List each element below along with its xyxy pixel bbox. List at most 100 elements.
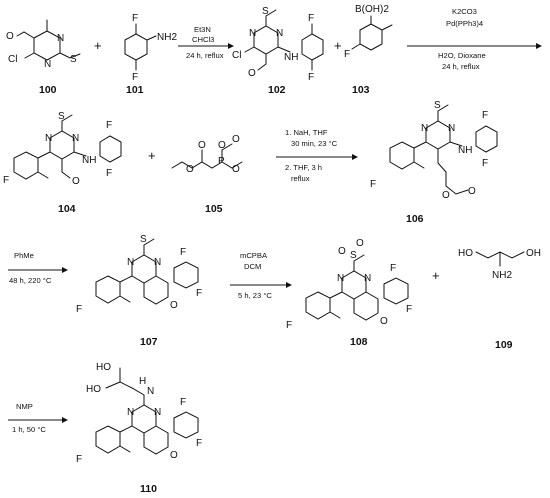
atom-label: F [180, 397, 186, 408]
atom-label: F [76, 304, 82, 315]
atom-label: NH [284, 52, 298, 63]
atom-label: O [248, 68, 256, 79]
compound-number: 100 [39, 84, 57, 96]
atom-label: N [249, 28, 256, 39]
compound-105: O O P O O O 105 [171, 134, 243, 215]
atom-label: F [196, 438, 202, 449]
atom-label: F [482, 110, 488, 121]
atom-label: N [154, 257, 161, 268]
compound-number: 103 [352, 84, 370, 96]
condition-text: CHCl3 [192, 35, 214, 44]
atom-label: NH [458, 145, 472, 156]
atom-label: N [44, 59, 51, 70]
atom-label: F [344, 49, 350, 60]
atom-label: S [434, 100, 441, 111]
atom-label: NH2 [492, 270, 512, 281]
atom-label: F [76, 454, 82, 465]
condition-text: 30 min, 23 °C [291, 139, 338, 148]
atom-label: NH [82, 155, 96, 166]
atom-label: H [139, 376, 146, 387]
atom-label: O [232, 134, 240, 145]
condition-text: 24 h, reflux [442, 62, 480, 71]
atom-label: N [421, 123, 428, 134]
atom-label: O [380, 316, 388, 327]
atom-label: B(OH)2 [355, 4, 389, 15]
atom-label: O [232, 164, 240, 175]
arrowhead-icon [62, 417, 68, 423]
atom-label: O [6, 31, 14, 42]
compound-100: O Cl N N S 100 [6, 19, 81, 96]
atom-label: F [3, 175, 9, 186]
atom-label: F [132, 72, 138, 83]
arrowhead-icon [536, 43, 542, 49]
atom-label: F [106, 168, 112, 179]
arrowhead-icon [228, 43, 234, 49]
condition-text: DCM [244, 262, 261, 271]
atom-label: S [58, 111, 65, 122]
atom-label: N [45, 133, 52, 144]
atom-label: N [147, 386, 154, 397]
compound-102: S N N Cl O NH F F 102 [232, 6, 324, 96]
atom-label: HO [96, 362, 111, 373]
atom-label: N [127, 407, 134, 418]
atom-label: Cl [232, 50, 241, 61]
arrowhead-icon [62, 267, 68, 273]
compound-106: S N N F NH F F O O 106 [370, 100, 498, 225]
atom-label: F [132, 13, 138, 24]
atom-label: N [276, 28, 283, 39]
condition-text: mCPBA [240, 251, 268, 260]
compound-109: HO OH NH2 109 [458, 248, 541, 351]
compound-number: 109 [495, 339, 513, 351]
condition-text: PhMe [14, 251, 34, 260]
condition-text: 24 h, reflux [186, 51, 224, 60]
atom-label: F [180, 247, 186, 258]
compound-number: 104 [58, 203, 76, 215]
compound-number: 108 [350, 336, 368, 348]
atom-label: F [286, 320, 292, 331]
atom-label: O [356, 238, 364, 249]
compound-103: B(OH)2 F 103 [344, 4, 393, 96]
plus-sign: + [94, 38, 102, 53]
compound-number: 106 [406, 213, 424, 225]
atom-label: P [218, 156, 225, 167]
condition-text: 1. NaH, THF [285, 128, 328, 137]
atom-label: N [72, 133, 79, 144]
atom-label: HO [86, 384, 101, 395]
atom-label: F [308, 72, 314, 83]
atom-label: F [308, 13, 314, 24]
condition-text: 2. THF, 3 h [285, 163, 322, 172]
plus-sign: + [334, 38, 342, 53]
compound-number: 110 [140, 483, 157, 495]
condition-text: 5 h, 23 °C [238, 291, 272, 300]
atom-label: O [218, 140, 226, 151]
arrowhead-icon [352, 154, 358, 160]
condition-text: 48 h, 220 °C [9, 276, 52, 285]
atom-label: N [127, 257, 134, 268]
compound-104: S N N F NH F F O 104 [3, 111, 122, 215]
compound-number: 102 [268, 84, 286, 96]
condition-text: 1 h, 50 °C [12, 425, 46, 434]
condition-text: Pd(PPh3)4 [446, 19, 483, 28]
compound-110: HO HO H N N N F F F O 110 [76, 362, 202, 495]
condition-text: NMP [16, 402, 33, 411]
atom-label: S [350, 250, 357, 261]
compound-number: 101 [126, 84, 144, 96]
atom-label: O [198, 140, 206, 151]
compound-107: S N N F F F O 107 [76, 234, 202, 348]
atom-label: O [170, 300, 178, 311]
compound-number: 107 [140, 336, 158, 348]
atom-label: O [442, 190, 450, 201]
atom-label: Cl [8, 54, 17, 65]
condition-text: Et3N [194, 25, 211, 34]
atom-label: F [196, 288, 202, 299]
atom-label: F [406, 304, 412, 315]
plus-sign: + [148, 148, 156, 163]
atom-label: N [154, 407, 161, 418]
arrowhead-icon [286, 282, 292, 288]
atom-label: N [57, 33, 64, 44]
atom-label: N [448, 123, 455, 134]
atom-label: F [390, 263, 396, 274]
condition-text: K2CO3 [452, 7, 477, 16]
atom-label: F [482, 158, 488, 169]
